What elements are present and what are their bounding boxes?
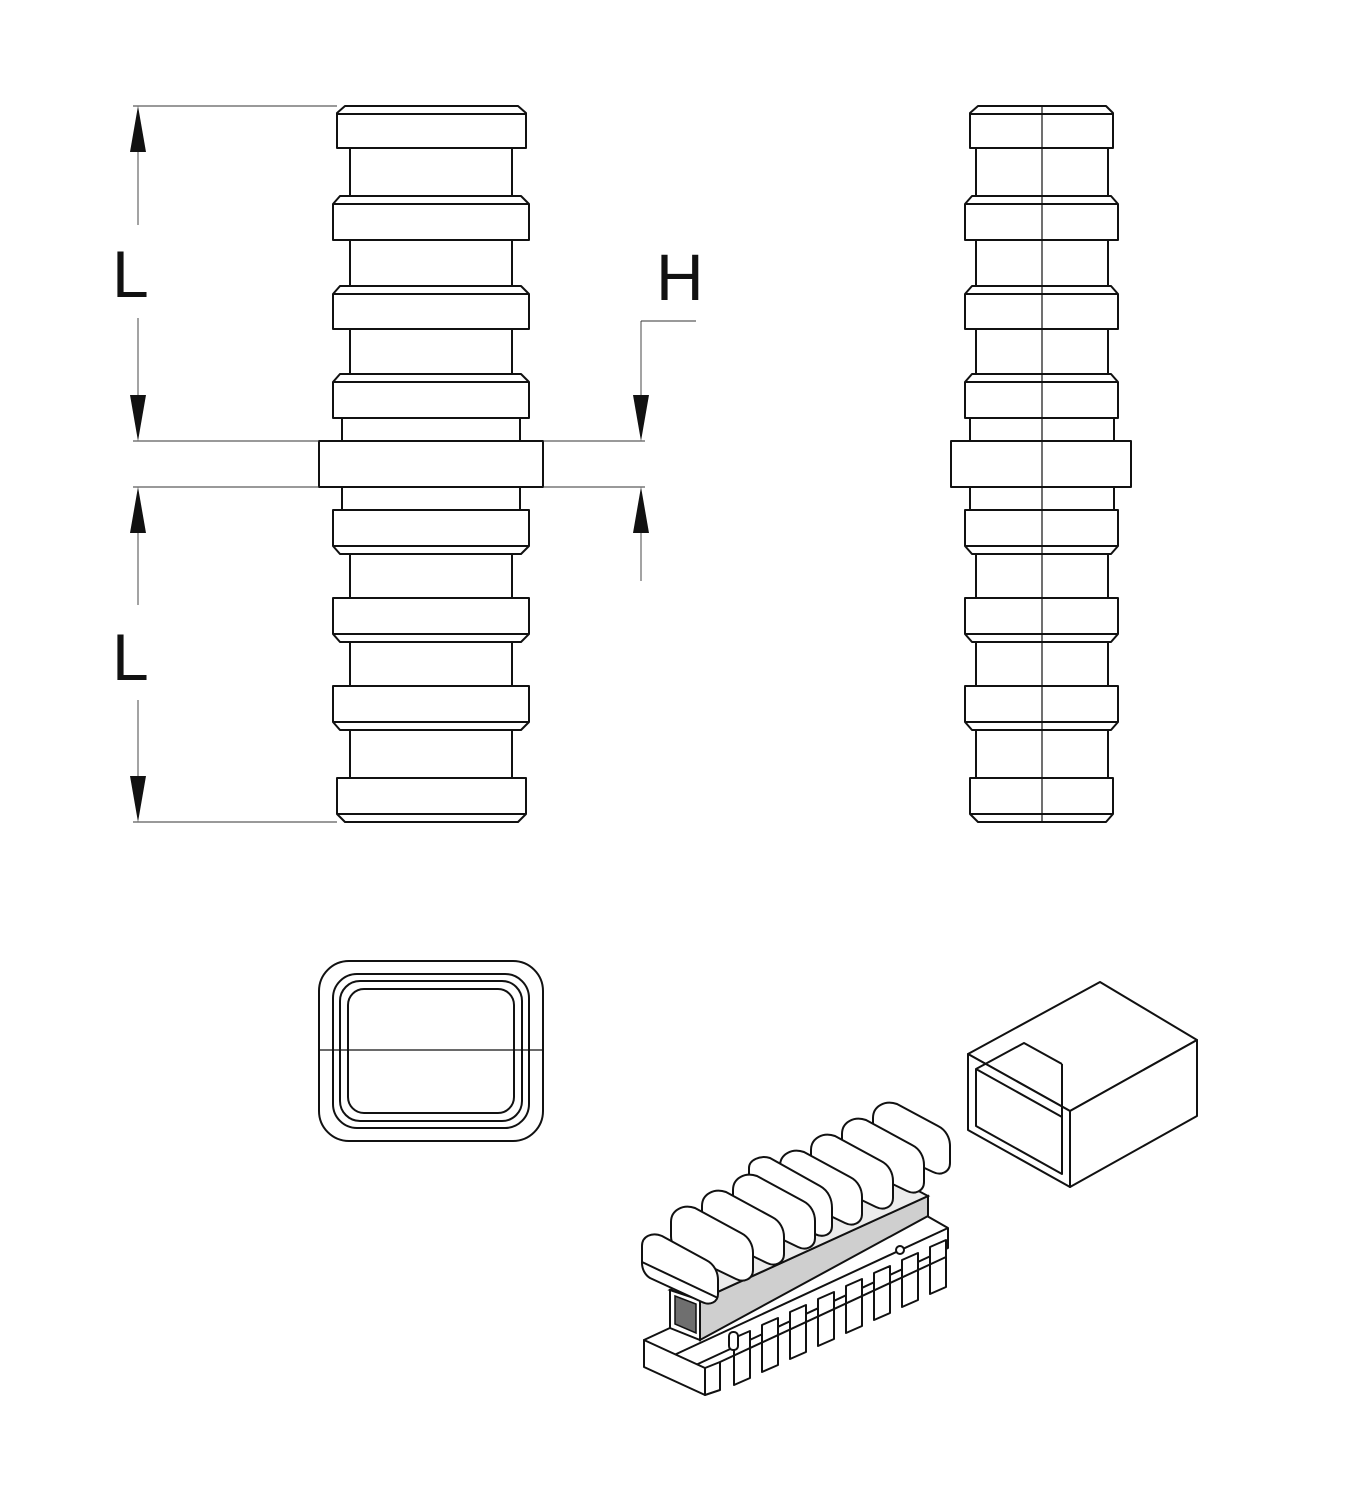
front-view-ribs bbox=[332, 195, 530, 731]
iso-base-rail bbox=[643, 1211, 949, 1396]
side-view bbox=[950, 105, 1132, 823]
side-view-center-collar bbox=[950, 440, 1132, 488]
front-view-center-collar bbox=[318, 440, 544, 488]
length-label-upper: L bbox=[112, 237, 149, 311]
height-label: H bbox=[656, 240, 704, 314]
front-view-end-cap-bottom bbox=[336, 777, 527, 823]
length-label-lower: L bbox=[112, 620, 149, 694]
dimension-height: H bbox=[633, 240, 704, 581]
end-view bbox=[318, 960, 544, 1142]
iso-sleeve bbox=[967, 981, 1198, 1188]
iso-assembly bbox=[641, 1101, 951, 1396]
dimension-length-upper: L bbox=[112, 106, 149, 441]
dimension-length-lower: L bbox=[112, 487, 149, 822]
iso-ribs bbox=[641, 1101, 951, 1305]
front-view bbox=[318, 105, 544, 823]
front-view-end-cap-top bbox=[336, 105, 527, 149]
dimension-lines: L L H bbox=[112, 105, 704, 823]
